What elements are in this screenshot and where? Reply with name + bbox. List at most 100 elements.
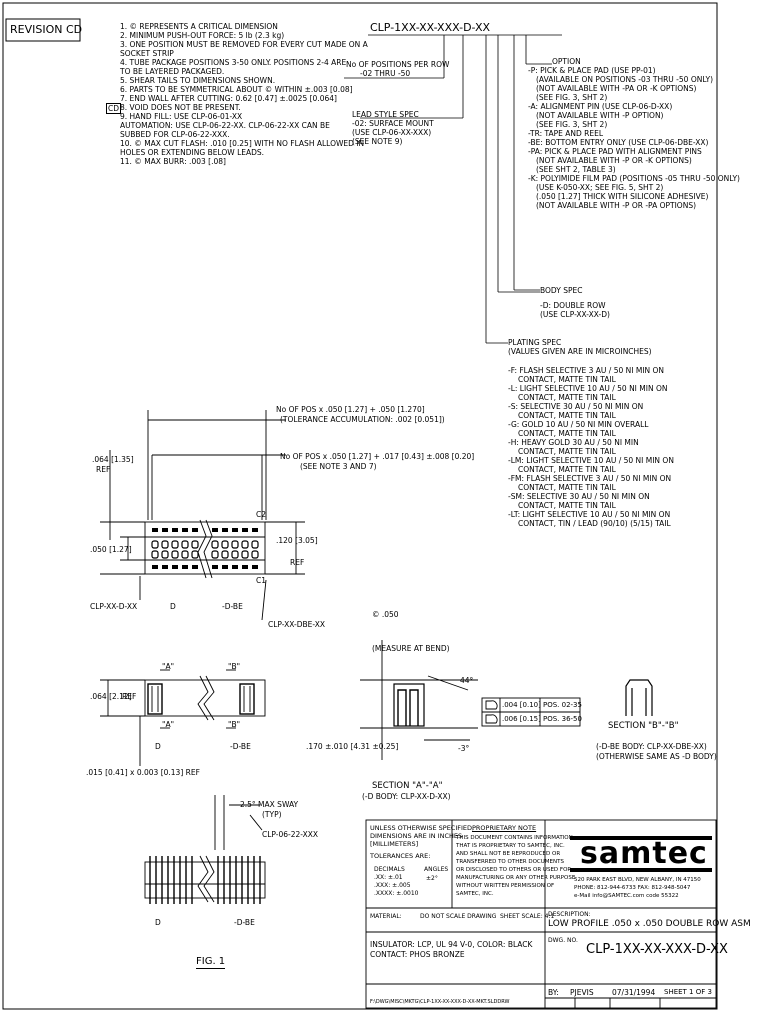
proprietary-title: PROPRIETARY NOTE [472,824,537,832]
angles-value: ±2° [426,875,438,882]
decimal-tol: .XXX: ±.005 [374,882,411,889]
note-line: SOCKET STRIP [120,49,174,58]
dim-angle-3: -3° [458,744,470,753]
note-line: 6. PARTS TO BE SYMMETRICAL ABOUT © WITHI… [120,85,353,94]
title-unless-line: UNLESS OTHERWISE SPECIFIED, [370,824,475,832]
samtec-logo-mark [570,836,712,872]
dim-ref-2: REF [290,558,305,567]
figure-label: FIG. 1 [196,956,226,969]
dim-measure-note: (MEASURE AT BEND) [372,644,450,653]
ordering-leaders [344,34,562,344]
callout-line: -K: POLYIMIDE FILM PAD (POSITIONS -05 TH… [528,174,740,183]
cd-revision-mark: CD [106,103,122,114]
callout-line: -PA: PICK & PLACE PAD WITH ALIGNMENT PIN… [528,147,702,156]
tol-row-2-range: POS. 36-50 [543,715,582,723]
dim-mid-note: (SEE NOTE 3 AND 7) [300,462,377,471]
callout-line: (SEE SHT 2, TABLE 3) [536,165,616,174]
tol-row-2-value: .006 [0.15] [502,715,541,723]
callout-line: -02 THRU -50 [360,69,411,78]
prop-line: SAMTEC, INC. [456,891,494,897]
note-line: 5. SHEAR TAILS TO DIMENSIONS SHOWN. [120,76,276,85]
label-clp-06: CLP-06-22-XXX [262,830,319,839]
prop-line: THAT IS PROPRIETARY TO SAMTEC, INC. [456,843,565,849]
dwg-no: CLP-1XX-XX-XXX-D-XX [586,942,728,957]
label-clp-dbe: CLP-XX-DBE-XX [268,620,325,629]
callout-line: (NOT AVAILABLE WITH -P OPTION) [536,111,664,120]
address-line: e-Mail info@SAMTEC.com code 55322 [574,893,679,899]
callout-line: BODY SPEC [540,286,583,295]
note-line: HOLES OR EXTENDING BELOW LEADS. [120,148,265,157]
label-d-side: D [155,742,161,751]
title-block [365,819,717,1009]
callout-line: LEAD STYLE SPEC [352,110,419,119]
prop-line: OR DISCLOSED TO OTHERS OR USED FOR [456,867,572,873]
callout-line: -SM: SELECTIVE 30 AU / 50 NI MIN ON [508,492,650,501]
callout-line: (USE CLP-XX-XX-D) [540,310,610,319]
label-clp-d: CLP-XX-D-XX [90,602,138,611]
section-bb-note-1: (-D-BE BODY: CLP-XX-DBE-XX) [596,742,707,751]
callout-line: (VALUES GIVEN ARE IN MICROINCHES) [508,347,652,356]
callout-line: (SEE FIG. 3, SHT 2) [536,93,608,102]
note-line: 2. MINIMUM PUSH-OUT FORCE: 5 lb (2.3 kg) [120,31,285,40]
plating-spec-callout: PLATING SPEC (VALUES GIVEN ARE IN MICROI… [508,338,674,528]
decimal-tol: .XXXX: ±.0010 [374,890,419,897]
description: LOW PROFILE .050 x .050 DOUBLE ROW ASM [548,919,751,929]
dim-top-tolerance: (TOLERANCE ACCUMULATION: .002 [0.051]) [280,415,445,424]
callout-line: OPTION [552,57,581,66]
callout-line: -FM: FLASH SELECTIVE 3 AU / 50 NI MIN ON [508,474,672,483]
tolerance-table [481,697,581,727]
callout-line: (SEE NOTE 9) [352,137,403,146]
section-bb-detail [625,679,653,716]
section-mark-a-bottom: "A" [162,720,175,729]
callout-line: (AVAILABLE ON POSITIONS -03 THRU -50 ONL… [536,75,714,84]
dim-measure-at-bend: © .050 [372,610,399,619]
address-line: PHONE: 812-944-6733 FAX: 812-948-5047 [574,885,691,891]
callout-line: -P: PICK & PLACE PAD (USE PP-01) [528,66,656,75]
dim-angle-44: 44° [460,676,474,685]
callout-line: CONTACT, MATTE TIN TAIL [518,375,616,384]
section-aa-detail [360,640,478,760]
prop-line: TRANSFERRED TO OTHER DOCUMENTS [456,859,564,865]
callout-line: CONTACT, MATTE TIN TAIL [518,501,616,510]
callout-line: (NOT AVAILABLE WITH -PA OR -K OPTIONS) [536,84,697,93]
label-dbe-top: -D-BE [222,602,243,611]
decimals-values: .XX: ±.01 .XXX: ±.005 .XXXX: ±.0010 [374,874,418,898]
dim-050: .050 [1.27] [90,545,132,554]
callout-line: -A: ALIGNMENT PIN (USE CLP-06-D-XX) [528,102,673,111]
file-path: F:\DWG\MISC\MKTG\CLP-1XX-XX-XXX-D-XX-MKT… [370,999,510,1005]
callout-line: No OF POSITIONS PER ROW [346,60,450,69]
prop-line: AND SHALL NOT BE REPRODUCED OR [456,851,561,857]
dim-ref-3: REF [122,692,137,701]
dim-typ: (TYP) [262,810,282,819]
sheet-number: SHEET 1 OF 3 [664,988,712,996]
section-mark-b-bottom: "B" [228,720,241,729]
lead-style-callout: LEAD STYLE SPEC -02: SURFACE MOUNT (USE … [352,110,434,146]
body-spec-callout: BODY SPEC -D: DOUBLE ROW (USE CLP-XX-XX-… [540,286,610,319]
label-d-top: D [170,602,176,611]
note-line: AUTOMATION: USE CLP-06-22-XX. CLP-06-22-… [120,121,330,130]
callout-line: CONTACT, MATTE TIN TAIL [518,429,616,438]
samtec-logo: samtec [580,836,708,871]
section-aa-title: SECTION "A"-"A" [372,781,443,791]
material-label: MATERIAL: [370,913,402,920]
callout-line: -L: LIGHT SELECTIVE 10 AU / 50 NI MIN ON [508,384,668,393]
material-contact: CONTACT: PHOS BRONZE [370,950,465,959]
callout-line: -BE: BOTTOM ENTRY ONLY (USE CLP-06-DBE-X… [528,138,709,147]
by-label: BY: [548,988,559,997]
callout-line: (.050 [1.27] THICK WITH SILICONE ADHESIV… [536,192,709,201]
note-line: 10. © MAX CUT FLASH: .010 [0.25] WITH NO… [120,139,365,148]
callout-line: CONTACT, MATTE TIN TAIL [518,447,616,456]
callout-line: CONTACT, TIN / LEAD (90/10) (5/15) TAIL [518,519,671,528]
note-line: 7. END WALL AFTER CUTTING: 0.62 [0.47] ±… [120,94,337,103]
revision-label: REVISION CD [10,23,83,36]
top-view [100,410,305,621]
callout-line: CONTACT, MATTE TIN TAIL [518,483,616,492]
note-line: 11. © MAX BURR: .003 [.08] [120,157,226,166]
section-mark-a-top: "A" [162,662,175,671]
callout-line: (USE CLP-06-XX-XXX) [352,128,432,137]
section-bb-title: SECTION "B"-"B" [608,721,679,731]
callout-line: (NOT AVAILABLE WITH -P OR -PA OPTIONS) [536,201,697,210]
callout-line: -02: SURFACE MOUNT [352,119,434,128]
part-code: CLP-1XX-XX-XXX-D-XX [370,21,491,34]
section-mark-b-top: "B" [228,662,241,671]
